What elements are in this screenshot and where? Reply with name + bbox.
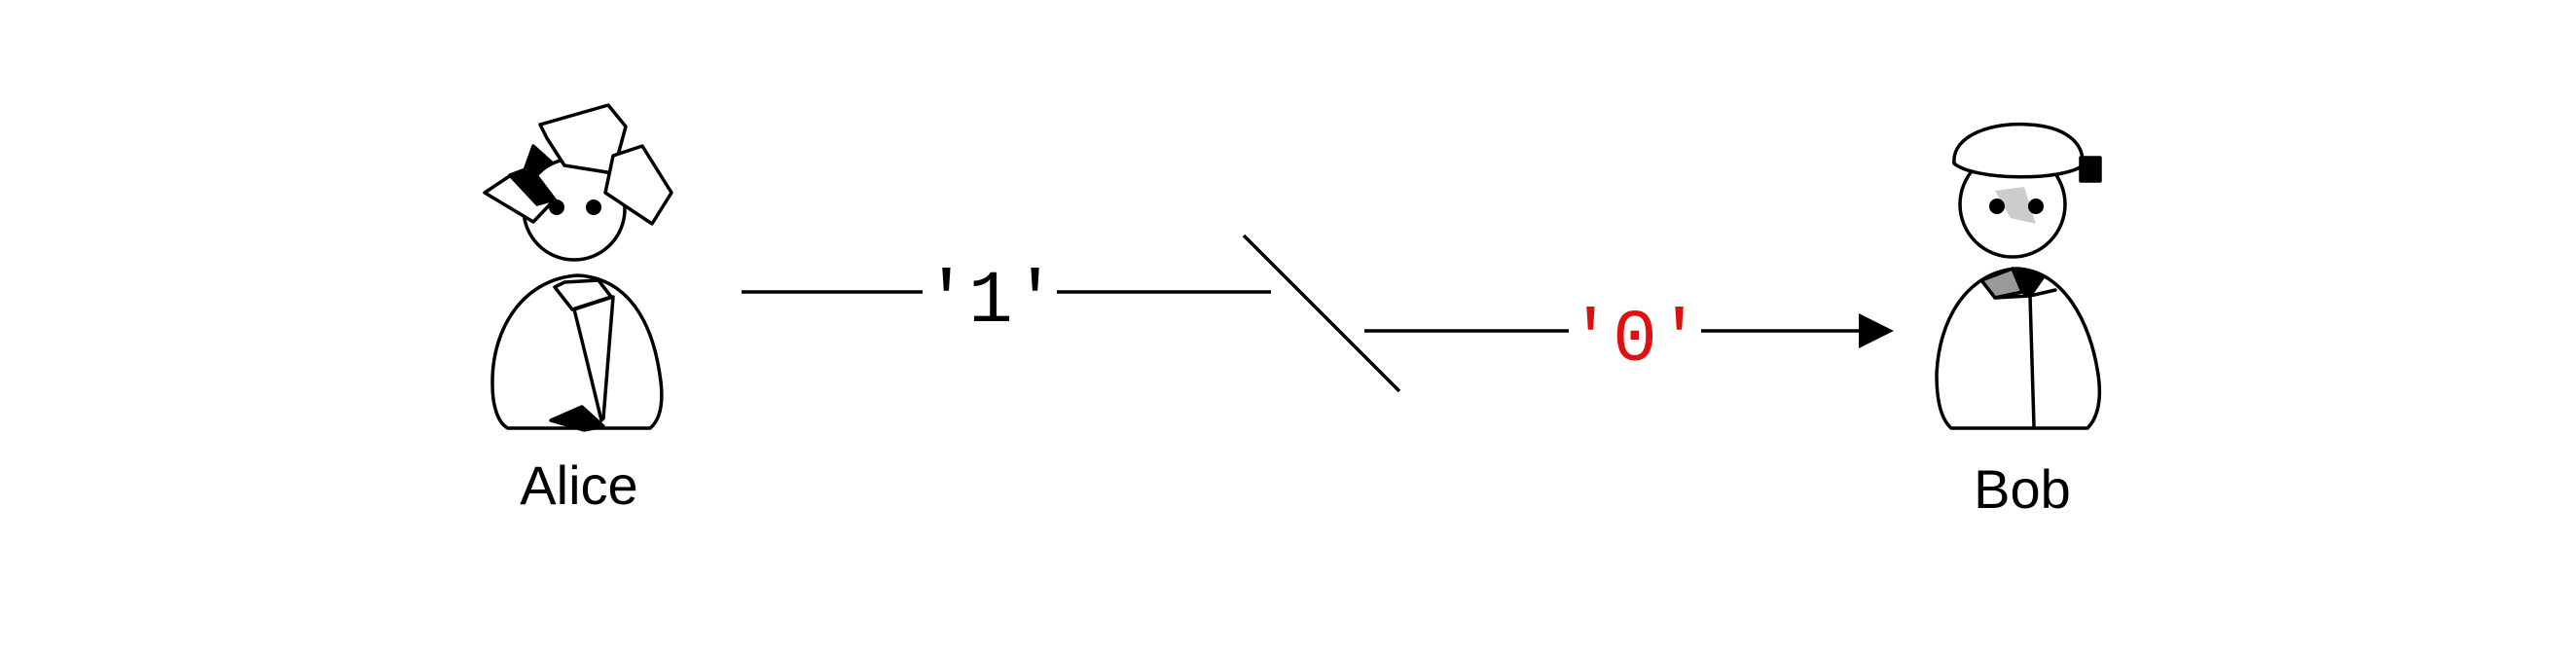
- alice-figure-icon: [483, 103, 673, 432]
- received-bit-label: '0': [1569, 299, 1702, 382]
- bob-figure-icon: [1935, 122, 2102, 430]
- bob-label: Bob: [1974, 458, 2071, 520]
- sent-bit-label: '1': [925, 260, 1058, 344]
- arrowhead-icon: [1859, 313, 1894, 348]
- channel-break-slash: [1242, 234, 1401, 393]
- alice-label: Alice: [520, 454, 637, 516]
